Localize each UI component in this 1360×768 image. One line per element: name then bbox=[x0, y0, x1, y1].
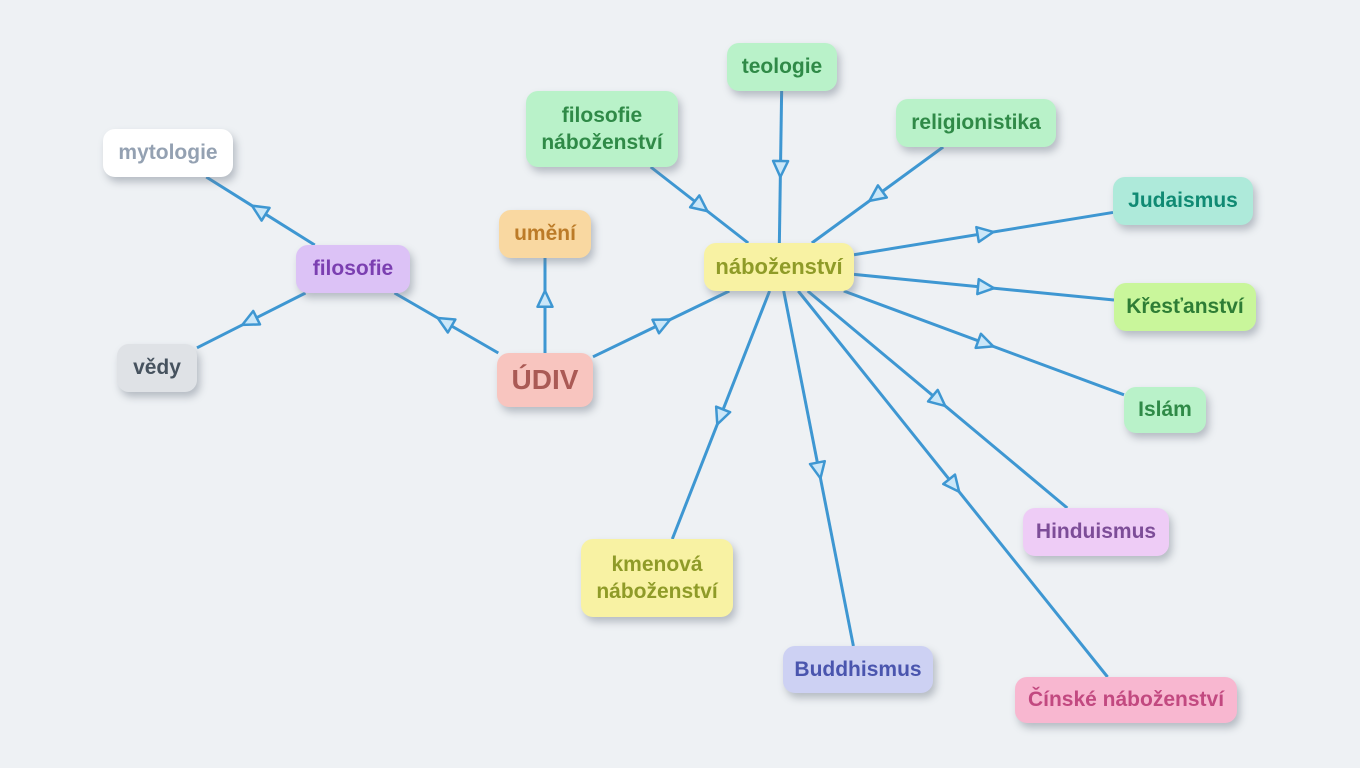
node-vedy[interactable]: vědy bbox=[117, 344, 197, 392]
node-udiv[interactable]: ÚDIV bbox=[497, 353, 593, 407]
node-filosofie-nabozenstvi[interactable]: filosofie náboženství bbox=[526, 91, 678, 167]
node-religionistika[interactable]: religionistika bbox=[896, 99, 1056, 147]
arrowhead-icon bbox=[536, 289, 554, 308]
node-kmenova-nabozenstvi[interactable]: kmenová náboženství bbox=[581, 539, 733, 617]
node-nabozenstvi[interactable]: náboženství bbox=[704, 243, 854, 291]
arrowhead-icon bbox=[714, 405, 732, 426]
node-teologie[interactable]: teologie bbox=[727, 43, 837, 91]
arrowhead-icon bbox=[975, 225, 995, 244]
arrowhead-icon bbox=[651, 318, 672, 335]
node-mytologie[interactable]: mytologie bbox=[103, 129, 233, 177]
arrowhead-icon bbox=[976, 277, 996, 296]
arrowhead-icon bbox=[808, 459, 827, 480]
arrowhead-icon bbox=[250, 204, 271, 222]
arrowhead-icon bbox=[868, 184, 889, 203]
node-judaismus[interactable]: Judaismus bbox=[1113, 177, 1253, 225]
arrowhead-icon bbox=[926, 388, 947, 408]
arrowhead-icon bbox=[942, 473, 961, 494]
node-krestanstvi[interactable]: Křesťanství bbox=[1114, 283, 1256, 331]
arrowhead-icon bbox=[436, 316, 457, 334]
arrowhead-icon bbox=[974, 332, 995, 350]
arrowhead-icon bbox=[688, 194, 709, 213]
node-cinske-nabozenstvi[interactable]: Čínské náboženství bbox=[1015, 677, 1237, 723]
node-islam[interactable]: Islám bbox=[1124, 387, 1206, 433]
arrowhead-icon bbox=[241, 309, 262, 327]
node-buddhismus[interactable]: Buddhismus bbox=[783, 646, 933, 693]
node-hinduismus[interactable]: Hinduismus bbox=[1023, 508, 1169, 556]
node-filosofie[interactable]: filosofie bbox=[296, 245, 410, 293]
arrowhead-icon bbox=[771, 159, 790, 179]
node-umeni[interactable]: umění bbox=[499, 210, 591, 258]
